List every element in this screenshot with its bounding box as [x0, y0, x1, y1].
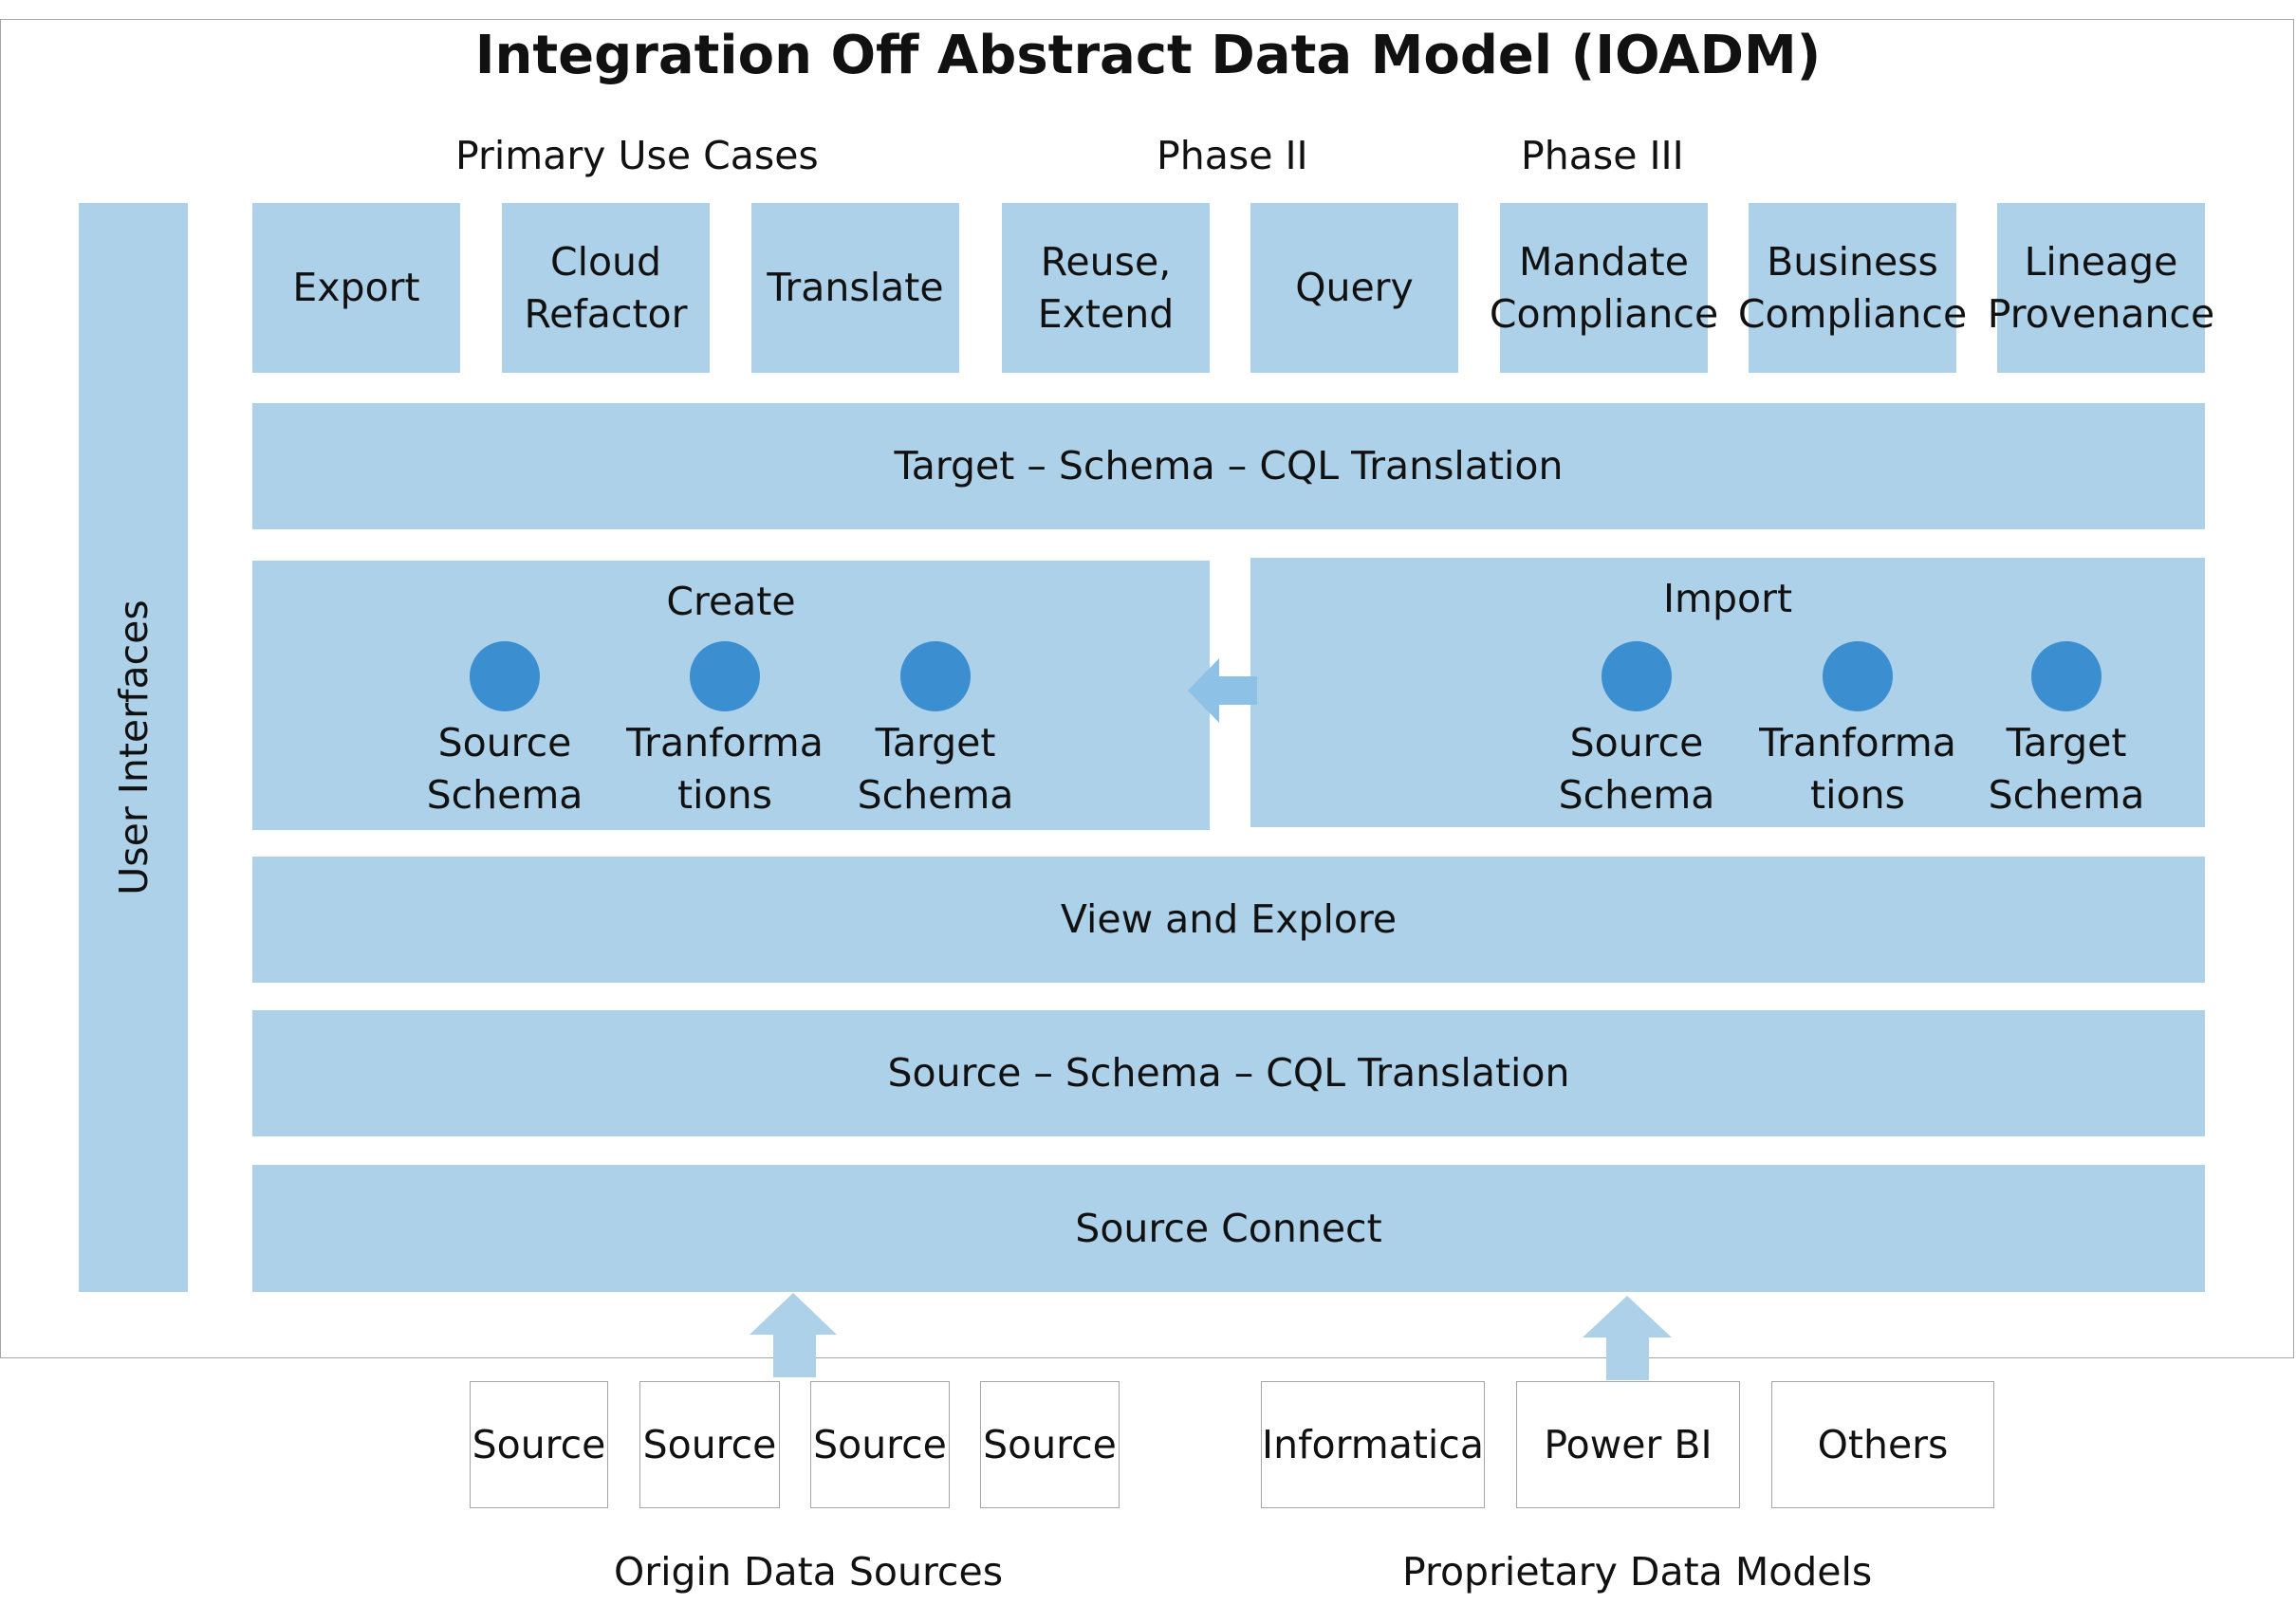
- import-node-source-schema: Source Schema: [1523, 641, 1750, 821]
- proprietary-model-power-bi: Power BI: [1516, 1381, 1740, 1508]
- import-node-target-schema: Target Schema: [1953, 641, 2180, 821]
- import-panel: Import Source Schema Tranforma tions Tar…: [1250, 558, 2205, 827]
- proprietary-data-models-caption: Proprietary Data Models: [1402, 1549, 1873, 1595]
- create-node-source-schema: Source Schema: [391, 641, 619, 821]
- view-and-explore: View and Explore: [252, 857, 2205, 983]
- create-panel-title: Create: [666, 579, 796, 624]
- use-case-translate: Translate: [751, 203, 959, 373]
- source-schema-cql-translation: Source – Schema – CQL Translation: [252, 1010, 2205, 1136]
- use-case-reuse-extend: Reuse, Extend: [1002, 203, 1210, 373]
- use-case-query: Query: [1250, 203, 1458, 373]
- use-case-mandate-compliance: Mandate Compliance: [1490, 203, 1718, 373]
- create-node-transformations: Tranforma tions: [611, 641, 839, 821]
- use-case-business-compliance: Business Compliance: [1738, 203, 1967, 373]
- node-dot: [2031, 641, 2102, 711]
- user-interfaces-bar: User Interfaces: [79, 203, 188, 1292]
- source-connect: Source Connect: [252, 1165, 2205, 1292]
- use-case-cloud-refactor: Cloud Refactor: [502, 203, 710, 373]
- primary-use-cases-label: Primary Use Cases: [455, 133, 819, 178]
- create-node-target-schema: Target Schema: [822, 641, 1049, 821]
- node-dot: [690, 641, 760, 711]
- proprietary-models-up-arrow: [1583, 1296, 1672, 1380]
- diagram-title: Integration Off Abstract Data Model (IOA…: [474, 25, 1822, 86]
- node-dot: [470, 641, 540, 711]
- import-panel-title: Import: [1662, 576, 1793, 621]
- phase-iii-label: Phase III: [1521, 133, 1684, 178]
- proprietary-model-others: Others: [1771, 1381, 1994, 1508]
- origin-source-box: Source: [639, 1381, 780, 1508]
- node-dot: [1823, 641, 1893, 711]
- import-node-transformations: Tranforma tions: [1744, 641, 1972, 821]
- proprietary-model-informatica: Informatica: [1261, 1381, 1485, 1508]
- node-dot: [1602, 641, 1672, 711]
- origin-source-box: Source: [810, 1381, 950, 1508]
- create-panel: Create Source Schema Tranforma tions Tar…: [252, 561, 1210, 830]
- diagram-frame: [0, 19, 2294, 1358]
- origin-source-box: Source: [980, 1381, 1120, 1508]
- origin-data-sources-caption: Origin Data Sources: [614, 1549, 1004, 1595]
- phase-ii-label: Phase II: [1157, 133, 1308, 178]
- use-case-lineage-provenance: Lineage Provenance: [1988, 203, 2214, 373]
- origin-source-box: Source: [470, 1381, 608, 1508]
- origin-sources-up-arrow: [750, 1293, 837, 1377]
- use-case-export: Export: [252, 203, 460, 373]
- import-to-create-arrow: [1188, 658, 1257, 723]
- target-schema-cql-translation: Target – Schema – CQL Translation: [252, 403, 2205, 529]
- node-dot: [900, 641, 971, 711]
